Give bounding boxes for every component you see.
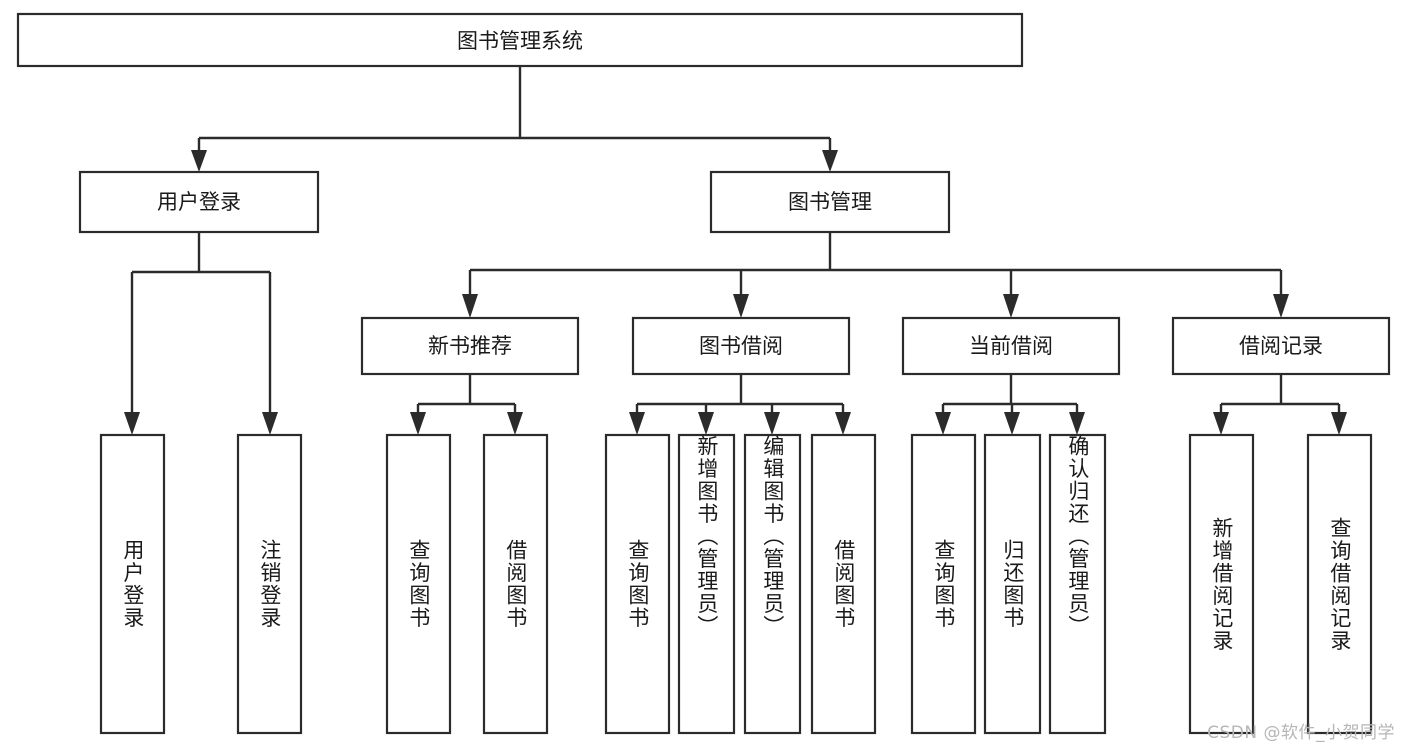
book-borrow-label: 图书借阅 <box>699 334 783 358</box>
leaf-edit-book-box[interactable] <box>743 433 802 735</box>
new-book-recommend-label: 新书推荐 <box>428 334 512 358</box>
node-borrow-record[interactable]: 借阅记录 <box>1171 316 1391 376</box>
arrow-book-borrow-to-leaf-edit-book <box>764 412 780 435</box>
leaf-query-book-3-box[interactable] <box>910 433 977 735</box>
csdn-watermark: CSDN @软件_小贺同学 <box>1207 723 1395 743</box>
node-book-borrow[interactable]: 图书借阅 <box>631 316 851 376</box>
arrow-user-login-to-leaf-user-login <box>124 412 140 435</box>
arrow-book-borrow-to-leaf-borrow-book-2 <box>835 412 851 435</box>
leaf-add-book-box[interactable] <box>677 433 736 735</box>
connector-book-manage-trunk <box>468 232 1283 296</box>
arrow-current-borrow-to-leaf-confirm-return <box>1069 412 1085 435</box>
user-login-box[interactable] <box>78 170 320 234</box>
leaf-query-record-box[interactable] <box>1306 433 1373 735</box>
arrow-new-book-recommend-to-leaf-query-book-1 <box>410 412 426 435</box>
connector-borrow-record-trunk <box>1219 374 1341 420</box>
leaf-add-record-box[interactable] <box>1188 433 1255 735</box>
root-box[interactable] <box>16 12 1024 68</box>
user-login-label: 用户登录 <box>157 190 241 214</box>
connector-book-borrow-trunk <box>635 374 845 420</box>
node-new-book-recommend[interactable]: 新书推荐 <box>360 316 580 376</box>
arrow-book-manage-to-current-borrow <box>1003 294 1019 318</box>
book-manage-box[interactable] <box>709 170 951 234</box>
new-book-recommend-box[interactable] <box>360 316 580 376</box>
arrow-user-login-to-leaf-logout <box>262 412 278 435</box>
arrow-book-borrow-to-leaf-add-book <box>698 412 714 435</box>
arrow-borrow-record-to-leaf-query-record <box>1331 412 1347 435</box>
leaf-logout-box[interactable] <box>236 433 303 735</box>
connector-layer <box>124 66 1347 435</box>
leaf-confirm-return-box[interactable] <box>1048 433 1107 735</box>
arrow-book-manage-to-new-book-recommend <box>462 294 478 318</box>
book-manage-label: 图书管理 <box>788 190 872 214</box>
arrow-root-to-user-login <box>191 150 207 172</box>
arrow-current-borrow-to-leaf-return-book <box>1004 412 1020 435</box>
arrow-current-borrow-to-leaf-query-book-3 <box>935 412 951 435</box>
leaf-box-layer <box>99 433 1373 735</box>
connector-new-book-recommend-trunk <box>416 374 517 420</box>
arrow-book-manage-to-borrow-record <box>1273 294 1289 318</box>
borrow-record-label: 借阅记录 <box>1239 334 1323 358</box>
leaf-return-book-box[interactable] <box>983 433 1042 735</box>
connector-root-trunk <box>197 66 832 158</box>
leaf-query-book-2-box[interactable] <box>604 433 671 735</box>
node-current-borrow[interactable]: 当前借阅 <box>901 316 1121 376</box>
root-label: 图书管理系统 <box>457 29 583 53</box>
leaf-borrow-book-1-box[interactable] <box>482 433 549 735</box>
borrow-record-box[interactable] <box>1171 316 1391 376</box>
arrow-borrow-record-to-leaf-add-record <box>1213 412 1229 435</box>
current-borrow-box[interactable] <box>901 316 1121 376</box>
node-user-login[interactable]: 用户登录 <box>78 170 320 234</box>
book-borrow-box[interactable] <box>631 316 851 376</box>
arrow-root-to-book-manage <box>822 150 838 172</box>
current-borrow-label: 当前借阅 <box>969 334 1053 358</box>
leaf-user-login-box[interactable] <box>99 433 166 735</box>
node-root[interactable]: 图书管理系统 <box>16 12 1024 68</box>
arrow-new-book-recommend-to-leaf-borrow-book-1 <box>507 412 523 435</box>
connector-user-login-trunk <box>130 232 272 422</box>
leaf-borrow-book-2-box[interactable] <box>810 433 877 735</box>
node-book-manage[interactable]: 图书管理 <box>709 170 951 234</box>
arrow-book-borrow-to-leaf-query-book-2 <box>629 412 645 435</box>
leaf-query-book-1-box[interactable] <box>385 433 452 735</box>
arrow-book-manage-to-book-borrow <box>733 294 749 318</box>
